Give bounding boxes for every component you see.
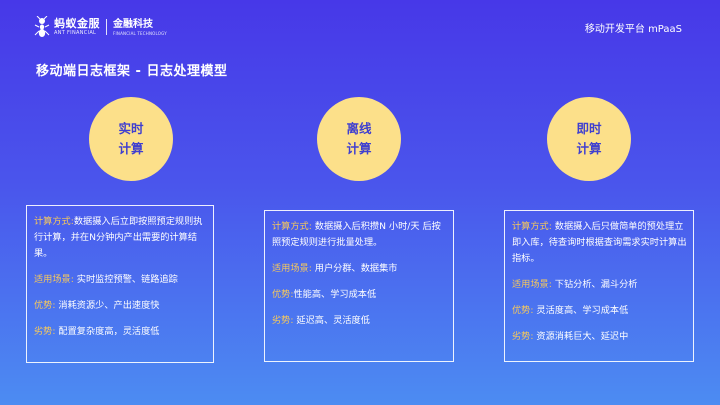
realtime-card: 计算方式:数据摄入后立即按照预定规则执行计算，并在N分钟内产出需要的计算结果。 … <box>26 205 214 363</box>
cons-key: 劣势: <box>272 315 294 326</box>
pros-para: 优势: 灵活度高、学习成本低 <box>512 303 687 319</box>
method-para: 计算方式:数据摄入后立即按照预定规则执行计算，并在N分钟内产出需要的计算结果。 <box>34 214 207 262</box>
ant-icon <box>34 16 50 38</box>
method-key: 计算方式: <box>272 221 312 232</box>
circle-line-1: 离线 <box>346 121 372 136</box>
logo-divider <box>106 19 107 35</box>
circle-line-2: 计算 <box>576 141 602 156</box>
logo-en-text: ANT FINANCIAL <box>54 30 97 36</box>
method-key: 计算方式: <box>512 221 552 232</box>
ant-financial-logo: 蚂蚁金服 ANT FINANCIAL 金融科技 FINANCIAL TECHNO… <box>34 16 167 38</box>
cons-value: 延迟高、灵活度低 <box>296 315 370 326</box>
method-value: 数据摄入后立即按照预定规则执行计算，并在N分钟内产出需要的计算结果。 <box>34 216 203 259</box>
page-title: 移动端日志框架 - 日志处理模型 <box>36 64 228 79</box>
scene-value: 下钻分析、漏斗分析 <box>554 279 638 290</box>
logo-cn-text: 蚂蚁金服 <box>54 17 100 30</box>
scene-para: 适用场景: 用户分群、数据集市 <box>272 261 447 277</box>
scene-value: 用户分群、数据集市 <box>314 263 398 274</box>
pros-key: 优势: <box>512 305 534 316</box>
instant-circle: 即时计算 <box>547 97 631 181</box>
pros-value: 性能高、学习成本低 <box>293 289 377 300</box>
method-para: 计算方式: 数据摄入后积攒N 小时/天 后按照预定规则进行批量处理。 <box>272 219 447 251</box>
cons-key: 劣势: <box>512 331 534 342</box>
offline-circle: 离线计算 <box>317 97 401 181</box>
method-para: 计算方式: 数据摄入后只做简单的预处理立即入库，待查询时根据查询需求实时计算出指… <box>512 219 687 267</box>
offline-card: 计算方式: 数据摄入后积攒N 小时/天 后按照预定规则进行批量处理。 适用场景:… <box>264 210 454 362</box>
platform-label: 移动开发平台 mPaaS <box>584 24 682 35</box>
method-value: 数据摄入后只做简单的预处理立即入库，待查询时根据查询需求实时计算出指标。 <box>512 221 687 264</box>
circle-line-1: 实时 <box>118 121 144 136</box>
pros-key: 优势: <box>272 289 294 300</box>
pros-key: 优势: <box>34 300 56 311</box>
cons-para: 劣势: 资源消耗巨大、延迟中 <box>512 329 687 345</box>
scene-key: 适用场景: <box>34 274 74 285</box>
pros-value: 消耗资源少、产出速度快 <box>58 300 160 311</box>
pros-para: 优势: 消耗资源少、产出速度快 <box>34 298 207 314</box>
scene-key: 适用场景: <box>512 279 552 290</box>
fintech-en-text: FINANCIAL TECHNOLOGY <box>113 30 167 36</box>
cons-key: 劣势: <box>34 326 56 337</box>
pros-value: 灵活度高、学习成本低 <box>536 305 629 316</box>
cons-para: 劣势: 延迟高、灵活度低 <box>272 313 447 329</box>
instant-card: 计算方式: 数据摄入后只做简单的预处理立即入库，待查询时根据查询需求实时计算出指… <box>504 210 694 362</box>
cons-value: 配置复杂度高，灵活度低 <box>58 326 160 337</box>
cons-value: 资源消耗巨大、延迟中 <box>536 331 629 342</box>
scene-para: 适用场景: 下钻分析、漏斗分析 <box>512 277 687 293</box>
scene-para: 适用场景: 实时监控预警、链路追踪 <box>34 272 207 288</box>
cons-para: 劣势: 配置复杂度高，灵活度低 <box>34 324 207 340</box>
pros-para: 优势:性能高、学习成本低 <box>272 287 447 303</box>
method-key: 计算方式: <box>34 216 74 227</box>
circle-line-1: 即时 <box>576 121 602 136</box>
circle-line-2: 计算 <box>118 141 144 156</box>
method-value: 数据摄入后积攒N 小时/天 后按照预定规则进行批量处理。 <box>272 221 441 248</box>
realtime-circle: 实时计算 <box>89 97 173 181</box>
scene-key: 适用场景: <box>272 263 312 274</box>
scene-value: 实时监控预警、链路追踪 <box>76 274 178 285</box>
circle-line-2: 计算 <box>346 141 372 156</box>
fintech-cn-text: 金融科技 <box>113 18 153 30</box>
